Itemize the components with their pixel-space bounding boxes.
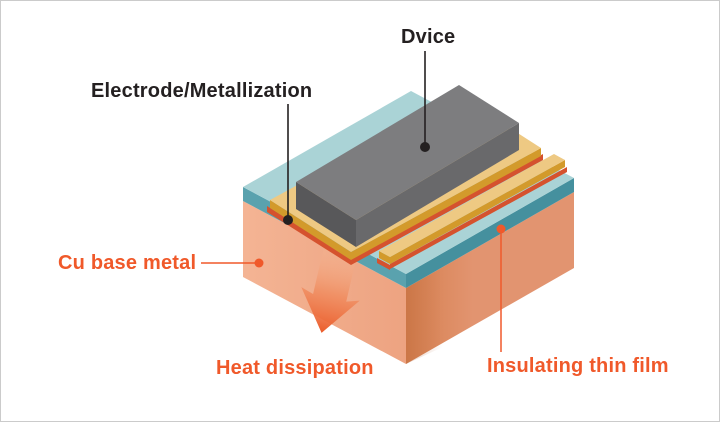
front-strip-gold-end: [379, 251, 390, 264]
electrode-pad-red-layer-se: [351, 154, 543, 265]
insulating-leader-dot: [496, 224, 506, 234]
front-strip-gold-edge: [390, 160, 565, 264]
device-left-face: [296, 182, 356, 247]
electrode-pad-gold-edge-sw: [270, 200, 351, 260]
cu-base-leader-dot: [254, 258, 264, 268]
cu-base-corner-shadow: [406, 267, 443, 364]
cu-base-label: Cu base metal: [58, 252, 197, 274]
device-label: Dvice: [401, 26, 456, 48]
electrode-label: Electrode/Metallization: [91, 80, 313, 102]
insulating-film-front-right-edge: [406, 178, 574, 288]
electrode-pad-gold-edge-se: [351, 148, 541, 260]
front-strip-red-layer-end: [377, 258, 390, 270]
device-right-face: [356, 123, 519, 247]
electrode-leader-dot: [283, 215, 293, 225]
device-leader-dot: [420, 142, 430, 152]
heat-dissipation-label: Heat dissipation: [216, 357, 374, 379]
insulating-film-label: Insulating thin film: [487, 355, 669, 377]
front-strip-top-face: [379, 154, 565, 257]
heat-dissipation-arrow: [301, 249, 360, 333]
front-strip-red-layer: [390, 167, 567, 269]
device-top-face: [296, 85, 519, 220]
cu-base-right-face: [406, 192, 574, 364]
